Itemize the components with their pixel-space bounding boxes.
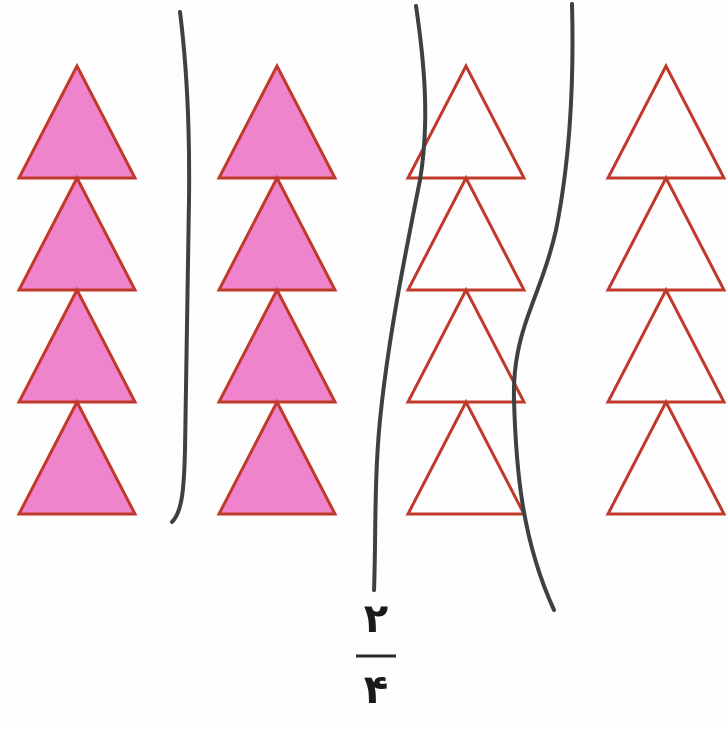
shaded-triangle — [219, 178, 335, 290]
empty-triangle — [608, 290, 724, 402]
empty-triangle — [608, 178, 724, 290]
divider-line-left — [172, 12, 189, 522]
empty-triangle — [408, 402, 524, 514]
empty-triangle — [408, 178, 524, 290]
empty-triangle — [408, 290, 524, 402]
fraction-numerator: ۲ — [364, 596, 388, 642]
shaded-triangle — [19, 66, 135, 178]
triangle-columns — [19, 66, 724, 514]
shaded-triangle — [19, 178, 135, 290]
shaded-triangle — [219, 402, 335, 514]
empty-triangle — [608, 402, 724, 514]
column-4 — [608, 66, 724, 514]
shaded-triangle — [219, 66, 335, 178]
divider-line-right — [514, 4, 573, 610]
shaded-triangle — [19, 290, 135, 402]
column-2 — [219, 66, 335, 514]
fraction-denominator: ۴ — [364, 667, 388, 713]
empty-triangle — [608, 66, 724, 178]
shaded-triangle — [219, 290, 335, 402]
divider-line-middle — [374, 6, 425, 590]
column-1 — [19, 66, 135, 514]
shaded-triangle — [19, 402, 135, 514]
